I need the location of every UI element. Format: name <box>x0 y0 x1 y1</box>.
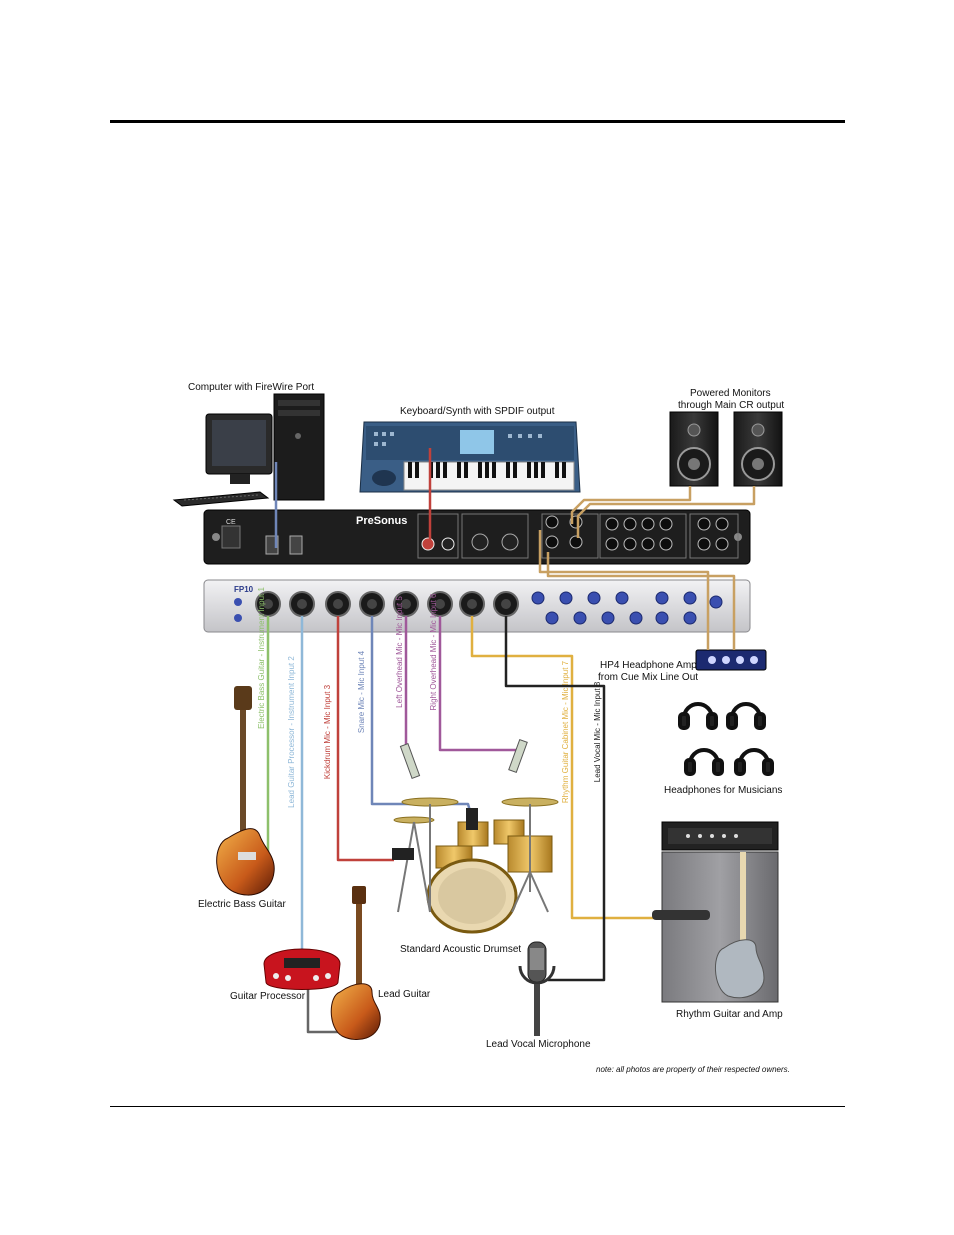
hp4-label-2: from Cue Mix Line Out <box>598 672 698 683</box>
vocal-microphone-icon <box>518 941 556 1036</box>
monitors-label-1: Powered Monitors <box>690 388 771 399</box>
monitors-label-2: through Main CR output <box>678 400 784 411</box>
cable-label-5: Left Overhead Mic - Mic Input 5 <box>395 596 404 708</box>
photo-credit-note: note: all photos are property of their r… <box>596 1065 790 1074</box>
lead-guitar-icon <box>330 886 381 1040</box>
cable-label-3: Kickdrum Mic - Mic Input 3 <box>323 684 332 779</box>
drumset-label: Standard Acoustic Drumset <box>400 944 521 955</box>
input-cable-4 <box>370 616 474 819</box>
presonus-logo: PreSonus <box>356 515 407 527</box>
hp4-headphone-amp-icon <box>695 649 767 671</box>
cable-label-8: Lead Vocal Mic - Mic Input 8 <box>593 681 602 782</box>
input-cable-5 <box>404 616 410 752</box>
electric-bass-icon <box>216 686 275 896</box>
rhythm-label: Rhythm Guitar and Amp <box>676 1009 783 1020</box>
hp4-label-1: HP4 Headphone Amp <box>600 660 697 671</box>
monitor-cable-right <box>576 486 756 538</box>
keyboard-synth-icon <box>359 421 581 493</box>
input-cable-8 <box>504 616 606 982</box>
fp10-rear-panel: CE PreSonus <box>203 509 751 565</box>
header-rule <box>110 120 845 123</box>
computer-icon <box>172 393 325 507</box>
overhead-mic-left-icon <box>399 743 421 779</box>
ce-mark: CE <box>226 519 236 526</box>
cable-label-6: Right Overhead Mic - Mic Input 6 <box>429 593 438 710</box>
overhead-mic-right-icon <box>508 738 528 774</box>
fp10-front-panel: FP10 <box>203 579 751 633</box>
cue-mix-cable-2 <box>546 552 736 650</box>
guitar-processor-icon <box>263 948 341 990</box>
input-cable-3 <box>336 616 394 862</box>
fp10-model-label: FP10 <box>234 585 254 594</box>
studio-monitor-left-icon <box>669 411 719 487</box>
headphones-group <box>678 702 774 776</box>
cue-mix-cable <box>538 530 710 650</box>
drumset-icon <box>392 797 559 934</box>
fp10-setup-diagram: Computer with FireWire Port Keyboard/Syn… <box>172 382 790 1074</box>
lead-guitar-label: Lead Guitar <box>378 989 431 1000</box>
guitar-amp-icon <box>652 821 779 1003</box>
cable-label-7: Rhythm Guitar Cabinet Mic - Mic Input 7 <box>561 660 570 803</box>
computer-label: Computer with FireWire Port <box>188 382 314 393</box>
cable-label-1: Electric Bass Guitar - Instrument Input … <box>257 587 266 729</box>
vocal-mic-label: Lead Vocal Microphone <box>486 1039 591 1050</box>
footer-rule <box>110 1106 845 1107</box>
studio-monitor-right-icon <box>733 411 783 487</box>
monitor-cable-left <box>570 486 692 524</box>
processor-label: Guitar Processor <box>230 991 306 1002</box>
bass-label: Electric Bass Guitar <box>198 899 286 910</box>
input-cable-7 <box>470 616 662 920</box>
cable-label-2: Lead Guitar Processor - Instrument Input… <box>287 656 296 808</box>
keyboard-label: Keyboard/Synth with SPDIF output <box>400 406 555 417</box>
cable-label-4: Snare Mic - Mic Input 4 <box>357 650 366 733</box>
headphones-label: Headphones for Musicians <box>664 785 782 796</box>
